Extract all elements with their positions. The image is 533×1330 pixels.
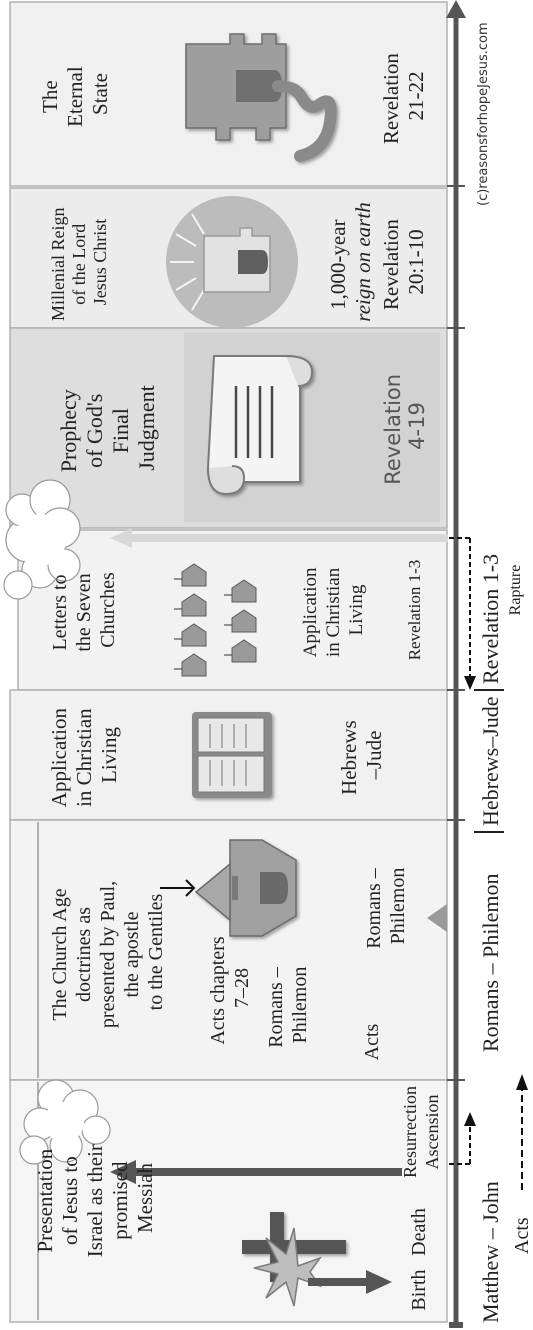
panel-millennial: Millenial Reign of the Lord Jesus Christ… [48,196,428,328]
timeline-arrowhead [446,0,466,18]
panel-church-age: The Church Age doctrines as presented by… [49,839,447,1060]
eternal-ref: Revelation 21-22 [379,48,428,144]
timeline-rapture: Rapture [507,565,524,616]
millennial-note: 1,000-year reign on earth [326,202,375,321]
timeline-romans-philemon: Romans – Philemon [478,874,503,1052]
application-ref: Hebrews –Jude [337,715,386,795]
timeline-revelation-1-3: Revelation 1-3 [478,554,503,684]
prophecy-title: Prophecy of God's Final Judgment [56,384,159,473]
open-bible-icon [192,712,272,798]
church-age-title: The Church Age doctrines as presented by… [49,876,167,1028]
gospels-ascension: Ascension [422,1095,442,1170]
gospels-birth: Birth [408,1269,430,1310]
millennial-title: Millenial Reign of the Lord Jesus Christ [48,203,110,321]
gospels-resurrection: Resurrection [400,1086,420,1178]
star-icon [253,1227,323,1307]
letters-application: Application in Christian Living [300,563,367,657]
acts-arrow [449,1074,528,1190]
castle-icon [185,33,337,162]
rapture-cloud-icon [3,479,81,600]
ascension-cloud-icon [19,1079,111,1165]
copyright-text: (c)reasonsforhopeJesus.com [476,22,491,206]
prophecy-ref: Revelation 4-19 [381,367,429,485]
timeline-axis [446,0,466,1328]
timeline-start-cap [449,1322,463,1328]
ascension-arrow-icon [110,1160,402,1184]
panel-gospels: Presentation of Jesus to Israel as their… [19,1079,442,1311]
church-romans-a: Romans – Philemon [265,962,311,1048]
panel-letters: Letters to the Seven Churches Applicatio… [49,560,424,677]
gospels-death: Death [408,1208,430,1256]
eternal-title: The Eternal State [38,61,112,127]
gospels-title: Presentation of Jesus to Israel as their… [33,1139,157,1257]
seven-churches-icon [174,563,257,677]
church-pointer-arrow [160,879,196,897]
millennial-ref: Revelation 20:1-10 [379,214,428,310]
church-romans-b: Romans – Philemon [363,863,409,949]
church-acts-chapters: Acts chapters 7–28 [207,931,253,1044]
panel-prophecy: Prophecy of God's Final Judgment Revelat… [56,355,429,496]
timeline-acts: Acts [511,1217,533,1254]
panel-application: Application in Christian Living Hebrews … [47,703,386,808]
panel-eternal: The Eternal State Revelation 21-22 [38,33,428,162]
church-acts: Acts [361,1023,383,1060]
application-title: Application in Christian Living [47,703,121,807]
scroll-icon [206,355,314,496]
panel-church-age-bg [9,819,448,1081]
church-building-icon [194,839,297,937]
timeline-hebrews-jude: Hebrews–Jude [478,696,503,826]
church-marker-triangle [427,904,447,932]
birth-arrow-icon [308,1270,392,1294]
rapture-arrow [110,528,476,690]
letters-ref: Revelation 1-3 [405,560,424,661]
panel-gospels-bg [9,1079,448,1323]
panel-letters-bg [17,529,448,691]
letters-title: Letters to the Seven Churches [49,568,119,651]
sunrise-city-icon [166,196,298,328]
timeline-matthew-john: Matthew – John [478,1181,503,1323]
